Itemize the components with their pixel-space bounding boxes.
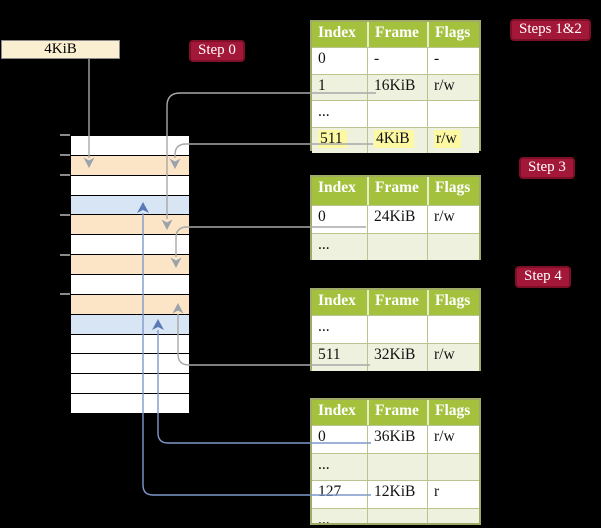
memory-row-8	[71, 293, 189, 314]
table-row: ...	[312, 100, 479, 127]
cell-frame: -	[367, 48, 427, 74]
cell-index: 0	[318, 428, 326, 445]
header-flags: Flags	[427, 177, 479, 205]
cell-flags	[427, 508, 479, 523]
cell-index: ...	[318, 510, 330, 525]
page-size-label: 4KiB	[44, 41, 77, 57]
table-row: ...	[312, 452, 479, 480]
cell-index: ...	[318, 103, 330, 120]
memory-row-3	[71, 194, 189, 215]
memory-row-6	[71, 254, 189, 275]
memory-row-13	[71, 393, 189, 414]
steps-1-2-label: Steps 1&2	[510, 19, 591, 41]
header-frame: Frame	[367, 177, 427, 205]
table-row: ...	[312, 232, 479, 260]
cell-frame: 36KiB	[367, 426, 427, 453]
memory-row-12	[71, 373, 189, 394]
header-index: Index	[318, 179, 356, 196]
memory-row-11	[71, 353, 189, 374]
cell-frame	[367, 453, 427, 480]
memory-row-9	[71, 313, 189, 334]
table-row: 0 36KiB r/w	[312, 425, 479, 453]
memory-row-7	[71, 274, 189, 294]
table-header-row: Index Frame Flags	[312, 22, 479, 47]
cell-flags: r/w	[427, 206, 479, 233]
cell-frame: 16KiB	[367, 74, 427, 100]
cell-frame: 32KiB	[367, 344, 427, 371]
cell-index: ...	[318, 235, 330, 253]
table-row: 0 24KiB r/w	[312, 205, 479, 233]
page-table-steps-1-2: Index Frame Flags 0 - - 1 16KiB r/w ... …	[310, 20, 481, 154]
memory-row-1	[71, 154, 189, 175]
page-table-step-4b: Index Frame Flags 0 36KiB r/w ... 127 12…	[310, 398, 481, 525]
table-row: 1 16KiB r/w	[312, 73, 479, 100]
cell-flags: r	[427, 481, 479, 508]
table-header-row: Index Frame Flags	[312, 177, 479, 205]
cell-flags: r/w	[427, 344, 479, 371]
memory-row-5	[71, 234, 189, 255]
cell-flags: -	[427, 48, 479, 74]
header-flags: Flags	[427, 400, 479, 425]
cell-flags: r/w	[427, 127, 479, 153]
memory-tick-0	[60, 134, 70, 136]
table-row: 0 - -	[312, 47, 479, 74]
table-row: ...	[312, 315, 479, 343]
header-flags: Flags	[427, 22, 479, 47]
header-index: Index	[318, 402, 356, 419]
table-header-row: Index Frame Flags	[312, 290, 479, 315]
cell-frame: 12KiB	[367, 481, 427, 508]
page-size-box: 4KiB	[1, 40, 120, 59]
step-3-label: Step 3	[519, 157, 575, 179]
cell-index: 0	[318, 208, 326, 225]
memory-row-2	[71, 174, 189, 195]
cell-index: 127	[318, 483, 342, 500]
cell-index: ...	[318, 455, 330, 473]
page-table-step-4a: Index Frame Flags ... 511 32KiB r/w	[310, 288, 481, 371]
memory-stack	[70, 135, 190, 414]
memory-row-0	[71, 136, 189, 155]
memory-tick-1	[60, 154, 70, 156]
header-index: Index	[318, 292, 356, 309]
cell-frame	[367, 316, 427, 343]
table-row: 127 12KiB r	[312, 480, 479, 508]
table-row-highlighted: 511 4KiB r/w	[312, 126, 479, 154]
memory-tick-2	[60, 174, 70, 176]
cell-index: 1	[318, 76, 326, 94]
cell-flags: r/w	[427, 74, 479, 100]
cell-index: 511	[312, 128, 367, 154]
header-flags: Flags	[427, 290, 479, 315]
cell-frame: 24KiB	[367, 206, 427, 233]
step-0-label: Step 0	[189, 40, 245, 62]
cell-flags	[427, 233, 479, 260]
memory-tick-8	[60, 293, 70, 295]
highlighted-value: 511	[318, 129, 347, 148]
memory-row-10	[71, 333, 189, 354]
header-frame: Frame	[367, 22, 427, 47]
table-header-row: Index Frame Flags	[312, 400, 479, 425]
cell-index: 511	[318, 346, 341, 363]
cell-frame	[367, 508, 427, 523]
cell-flags	[427, 101, 479, 127]
cell-frame	[367, 233, 427, 260]
memory-row-4	[71, 214, 189, 235]
page-table-step-3: Index Frame Flags 0 24KiB r/w ...	[310, 175, 481, 260]
cell-flags: r/w	[427, 426, 479, 453]
memory-tick-6	[60, 254, 70, 256]
cell-flags	[427, 316, 479, 343]
header-frame: Frame	[367, 400, 427, 425]
table-row: 511 32KiB r/w	[312, 343, 479, 371]
highlighted-value: 4KiB	[374, 129, 414, 148]
step-4-label: Step 4	[515, 266, 571, 288]
memory-tick-4	[60, 214, 70, 216]
cell-frame	[367, 101, 427, 127]
cell-frame: 4KiB	[367, 127, 427, 153]
cell-flags	[427, 453, 479, 480]
highlighted-value: r/w	[434, 129, 461, 148]
cell-index: ...	[318, 318, 330, 335]
header-index: Index	[318, 24, 356, 41]
table-row: ...	[312, 507, 479, 525]
cell-index: 0	[318, 50, 326, 67]
header-frame: Frame	[367, 290, 427, 315]
